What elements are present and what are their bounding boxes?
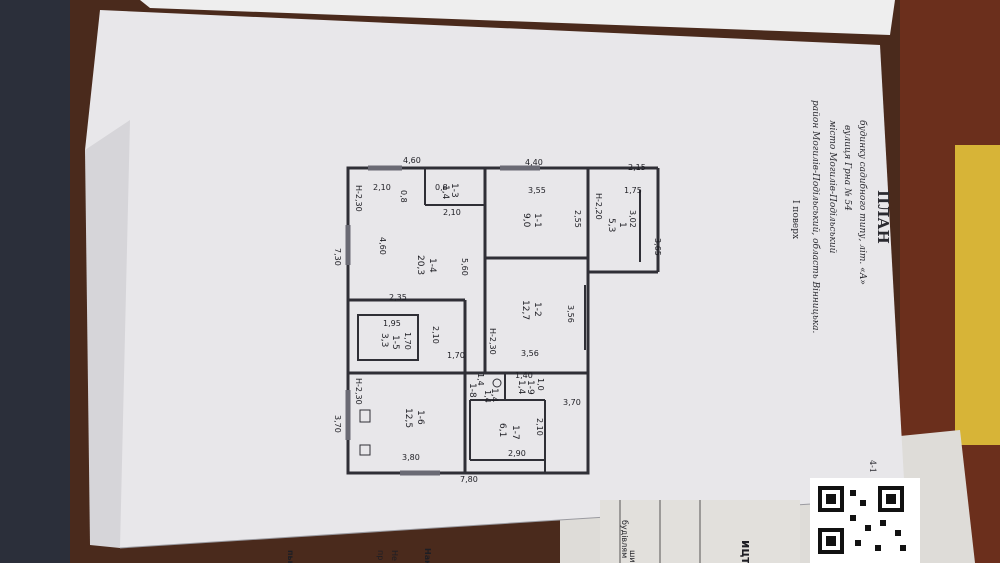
form-cell-3: Не bbox=[390, 550, 399, 561]
plan-city: місто Могилів-Подільський bbox=[827, 120, 837, 254]
room-labels: 1-3 1,4 1-1 9,0 1 5,3 1-4 20,3 1-2 12,7 … bbox=[379, 183, 627, 440]
floor-plan bbox=[345, 165, 660, 476]
room-1-7-id: 1-7 bbox=[510, 425, 520, 440]
dim-4-60-top: 4,60 bbox=[403, 156, 421, 165]
dim-2-10-c: 2,10 bbox=[431, 326, 440, 344]
dim-1-0: 1,0 bbox=[536, 378, 545, 391]
form-cell-4: пр bbox=[376, 550, 385, 560]
room-1-1-id: 1-1 bbox=[532, 213, 542, 228]
room-1-7-area: 6,1 bbox=[497, 423, 507, 437]
room-1-3-id: 1-3 bbox=[449, 183, 459, 198]
dim-2-35: 2,35 bbox=[389, 293, 407, 302]
room-1-2-area: 12,7 bbox=[520, 300, 530, 320]
dim-2-55: 2,55 bbox=[573, 210, 582, 228]
form-left-label: пьни bbox=[286, 550, 295, 563]
room-1-id: 1 bbox=[617, 222, 627, 228]
dim-1-70-a: 1,70 bbox=[403, 332, 412, 350]
room-1-6-id: 1-6 bbox=[415, 410, 425, 425]
room-1-3-area: 1,4 bbox=[440, 185, 450, 200]
dim-1-70-b: 1,70 bbox=[447, 351, 465, 360]
room-1-1-area: 9,0 bbox=[521, 213, 531, 228]
page-mark: 4-1 bbox=[868, 460, 877, 473]
dimension-labels: 4,60 4,40 2,15 3,65 2,10 0,8 0,8 3,55 1,… bbox=[333, 156, 662, 484]
plan-district: район Могилів-Подільський, область Вінни… bbox=[810, 100, 821, 334]
dim-h-2-30-a: H-2,30 bbox=[354, 185, 363, 212]
room-1-2-id: 1-2 bbox=[532, 302, 542, 317]
plan-floor: I поверх bbox=[790, 200, 800, 239]
page-fold-shadow bbox=[85, 120, 130, 548]
form-cell-1: будівлям bbox=[620, 520, 629, 558]
room-1-5-area: 3,3 bbox=[379, 333, 389, 347]
stove-symbol bbox=[359, 409, 371, 423]
room-1-8-area: 1,4 bbox=[489, 388, 499, 403]
plan-street: вулиця Грна № 54 bbox=[842, 125, 852, 211]
dim-2-10-b: 2,10 bbox=[443, 208, 461, 217]
dim-3-55: 3,55 bbox=[528, 186, 546, 195]
room-1-4-id: 1-4 bbox=[427, 258, 437, 273]
room-1-area: 5,3 bbox=[606, 218, 616, 232]
plan-line1: будинку садибного типу, літ. «А» bbox=[857, 120, 868, 285]
top-paper-edge bbox=[140, 0, 895, 35]
dim-1-40: 1,40 bbox=[515, 371, 533, 380]
dim-3-02: 3,02 bbox=[628, 210, 637, 228]
room-1-5-walls bbox=[357, 314, 419, 361]
dim-2-90: 2,90 bbox=[508, 449, 526, 458]
dim-3-65: 3,65 bbox=[653, 238, 662, 256]
dim-0-8-b: 0,8 bbox=[435, 183, 448, 192]
dim-2-15: 2,15 bbox=[628, 163, 646, 172]
dim-1-95: 1,95 bbox=[383, 319, 401, 328]
room-1-9-id: 1-9 bbox=[525, 380, 535, 395]
dim-4-60-b: 4,60 bbox=[378, 237, 387, 255]
dim-3-70-a: 3,70 bbox=[563, 398, 581, 407]
form-cell-2: Нак bbox=[423, 548, 432, 563]
dim-3-80: 3,80 bbox=[402, 453, 420, 462]
dim-1-4-b: 1,4 bbox=[483, 390, 492, 403]
dim-5-60: 5,60 bbox=[460, 258, 469, 276]
dim-2-10-d: 2,10 bbox=[535, 418, 544, 436]
dim-3-56-a: 3,56 bbox=[566, 305, 575, 323]
sink-symbol bbox=[359, 444, 371, 456]
dim-7-80: 7,80 bbox=[460, 475, 478, 484]
dim-0-8-a: 0,8 bbox=[399, 190, 408, 203]
dim-h-2-20: H-2,20 bbox=[594, 193, 603, 220]
dim-2-10-a: 2,10 bbox=[373, 183, 391, 192]
document-page bbox=[85, 10, 905, 548]
form-title: ицтва bbox=[739, 540, 753, 563]
dim-1-4-a: 1,4 bbox=[476, 373, 485, 386]
form-cell-5: ши bbox=[628, 550, 637, 563]
room-1-9-area: 1,4 bbox=[516, 380, 526, 395]
yellow-folder bbox=[955, 145, 1000, 445]
dim-3-70-b: 3,70 bbox=[333, 415, 342, 433]
bottom-form: ицтва будівлям Нак Не пр ши пьни bbox=[119, 497, 906, 563]
dim-4-40-top: 4,40 bbox=[525, 158, 543, 167]
room-1-4-area: 20,3 bbox=[415, 255, 425, 275]
dim-h-2-30-c: H-2,30 bbox=[354, 378, 363, 405]
dim-3-56-b: 3,56 bbox=[521, 349, 539, 358]
room-1-8-id: 1-8 bbox=[467, 383, 477, 398]
outer-wall bbox=[346, 166, 590, 475]
dark-cloth bbox=[0, 0, 70, 563]
qr-code bbox=[810, 478, 920, 563]
dim-h-2-30-b: H-2,30 bbox=[488, 328, 497, 355]
room-1-5-id: 1-5 bbox=[390, 335, 400, 350]
room-1-6-area: 12,5 bbox=[403, 408, 413, 428]
dim-7-30: 7,30 bbox=[333, 248, 342, 266]
plan-title: ПЛАН bbox=[874, 190, 892, 244]
dim-1-75: 1,75 bbox=[624, 186, 642, 195]
toilet-symbol bbox=[492, 378, 502, 388]
